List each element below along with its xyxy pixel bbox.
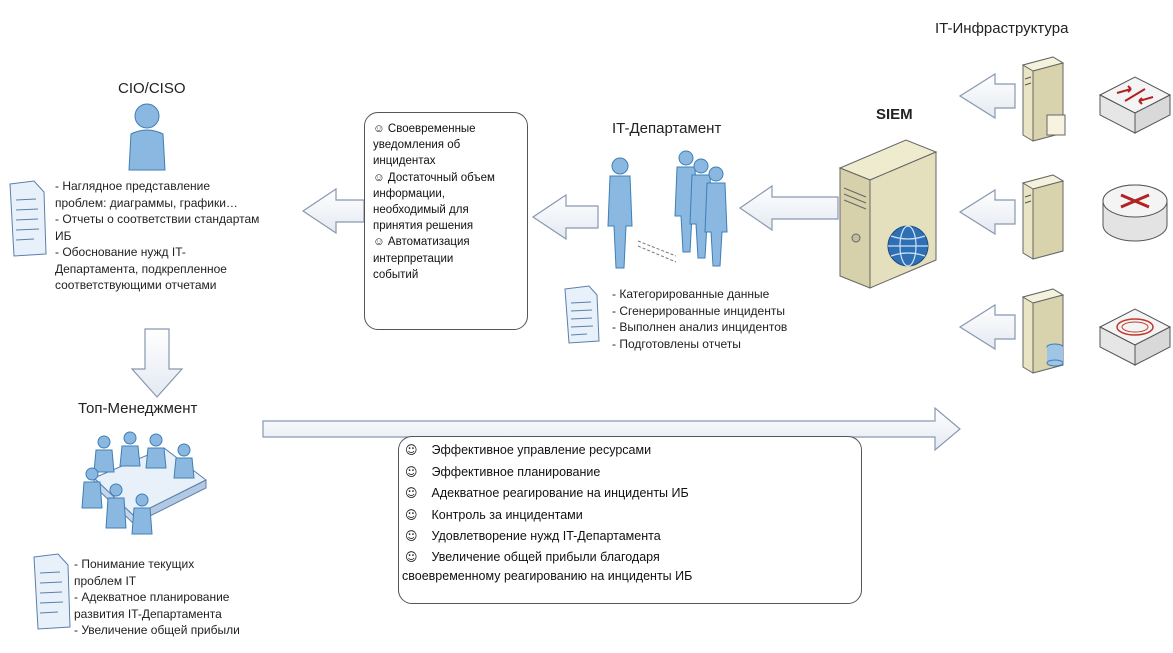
it-note-line: - Категорированные данные (612, 287, 770, 301)
db-server-icon (1021, 288, 1065, 374)
benefit-text: Увеличение общей прибыли благодаря (431, 549, 660, 564)
smile-icon: ☺ (405, 549, 418, 564)
siem-server-icon (838, 139, 938, 289)
message-line: уведомления об (373, 139, 461, 152)
message-line: инцидентах (373, 155, 436, 168)
it-team-icon (607, 150, 728, 269)
arrow-router-to-siem (958, 72, 1016, 120)
arrow-server-to-siem (958, 188, 1016, 236)
it-note-line: - Сгенерированные инциденты (612, 303, 785, 318)
it-messages-box: ☺ Своевременные уведомления об инцидента… (364, 112, 528, 330)
cio-notes: - Наглядное представление проблем: диагр… (55, 178, 259, 294)
arrow-db-to-siem (958, 303, 1016, 351)
cio-title: CIO/CISO (118, 80, 186, 97)
top-note-line: - Понимание текущих (74, 557, 195, 571)
benefit-line: ☺ Эффективное планирование (405, 462, 861, 484)
message-line: необходимый для (373, 204, 469, 217)
cio-note-line: - Отчеты о соответствии стандартам (55, 212, 260, 226)
arrow-siem-to-it (738, 184, 839, 232)
message-line: событий (373, 268, 419, 281)
benefit-line: ☺ Адекватное реагирование на инциденты ИБ (405, 483, 861, 505)
it-report-doc-icon (564, 285, 600, 344)
smile-icon: ☺ (405, 443, 418, 457)
smile-icon: ☺ (405, 486, 418, 500)
smile-icon: ☺ (405, 464, 418, 479)
switch-icon (1098, 76, 1172, 134)
server-1-icon (1021, 56, 1066, 142)
benefit-text: Эффективное управление ресурсами (431, 443, 652, 457)
arrow-it-to-messages (531, 193, 599, 241)
benefit-line: ☺ Эффективное управление ресурсами (405, 440, 861, 462)
it-notes: - Категорированные данные - Сгенерирован… (612, 286, 787, 352)
top-notes: - Понимание текущих проблем IT - Адекват… (74, 556, 240, 639)
cio-note-line: ИБ (55, 228, 72, 243)
message-line: информации, (373, 187, 445, 200)
top-note-line: проблем IT (74, 573, 137, 588)
arrow-cio-to-top (130, 328, 184, 398)
benefit-line: ☺ Контроль за инцидентами (405, 505, 861, 527)
meeting-table-icon (81, 431, 207, 535)
top-note-line: развития IT-Департамента (74, 606, 222, 621)
cio-note-line: - Наглядное представление (55, 179, 210, 193)
it-dept-title: IT-Департамент (612, 120, 722, 137)
message-line: ☺ Своевременные (373, 123, 476, 135)
benefits-box: ☺ Эффективное управление ресурсами ☺ Эффек… (398, 436, 862, 604)
server-2-icon (1021, 174, 1065, 260)
it-note-line: - Подготовлены отчеты (612, 336, 741, 351)
infra-title: IT-Инфраструктура (935, 20, 1069, 37)
arrow-top-to-benefits (262, 406, 961, 452)
top-note-line: - Увеличение общей прибыли (74, 623, 240, 637)
arrow-messages-to-cio (301, 187, 365, 235)
smile-icon: ☺ (405, 507, 418, 522)
message-line: ☺ Достаточный объем (373, 171, 495, 184)
cio-note-line: Департамента, подкрепленное (55, 261, 227, 276)
it-note-line: - Выполнен анализ инцидентов (612, 320, 788, 334)
globe-icon (887, 225, 929, 267)
benefit-text: Адекватное реагирование на инциденты ИБ (431, 486, 689, 500)
top-doc-icon (33, 553, 71, 630)
router-icon (1102, 184, 1168, 242)
cio-note-line: проблем: диаграммы, графики… (55, 195, 238, 210)
cio-doc-icon (9, 180, 47, 257)
benefit-text: Контроль за инцидентами (431, 507, 583, 522)
cio-note-line: соответствующими отчетами (55, 278, 217, 292)
siem-title: SIEM (876, 106, 913, 123)
cio-person-icon (128, 103, 166, 171)
cio-note-line: - Обоснование нужд IT- (55, 245, 186, 259)
benefit-tail: своевременному реагированию на инциденты… (402, 568, 693, 583)
top-note-line: - Адекватное планирование (74, 590, 230, 604)
benefit-line: ☺ Удовлетворение нужд IT-Департамента (405, 526, 861, 548)
firewall-icon (1098, 308, 1172, 366)
benefit-text: Эффективное планирование (431, 464, 601, 479)
smile-icon: ☺ (405, 529, 418, 543)
top-mgmt-title: Топ-Менеджмент (78, 400, 198, 417)
infra-server-icons (1021, 56, 1066, 374)
infra-network-icons (1098, 76, 1172, 366)
benefit-text: Удовлетворение нужд IT-Департамента (431, 529, 661, 543)
message-line: принятия решения (373, 220, 474, 233)
message-line: ☺ Автоматизация (373, 236, 470, 249)
benefit-line: ☺ Увеличение общей прибыли благодаря (405, 548, 861, 567)
message-line: интерпретации (373, 252, 454, 265)
